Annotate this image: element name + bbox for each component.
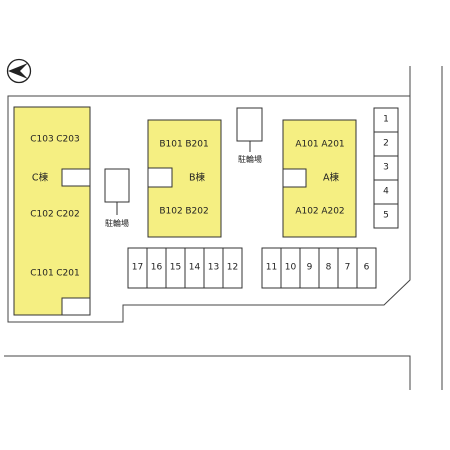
parking-slot-number: 8 [325,262,332,273]
unit-label: C202 [56,209,80,220]
unit-label: C203 [56,134,80,145]
site-boundary [7,66,411,323]
parking-slot [373,179,399,205]
parking-slot-number: 10 [284,262,297,273]
building-a-name: A棟 [323,172,339,184]
parking-slot-number: 6 [363,262,370,273]
unit-label: A201 [321,139,345,150]
unit-label: A202 [321,206,345,217]
building-b-notch [147,167,173,188]
parking-slot [373,107,399,133]
unit-label: C101 [30,268,54,279]
parking-slot-number: 3 [383,162,389,173]
parking-slot [356,247,377,289]
building-c-notch [61,168,91,187]
parking-slot-number: 15 [169,262,182,273]
road-line [4,355,411,390]
unit-label: B101 [159,139,183,150]
parking-slot [222,247,243,289]
unit-label: B201 [185,139,209,150]
parking-slot [373,203,399,229]
bicycle-shelter-2 [236,107,263,142]
building-b-name: B棟 [188,172,206,184]
building-c [13,106,91,316]
parking-slot-number: 1 [383,114,389,125]
parking-slot-number: 5 [383,210,389,221]
parking-slot-number: 9 [306,262,313,273]
parking-slot-number: 2 [383,138,389,149]
unit-label: A102 [295,206,319,217]
parking-slot-number: 17 [131,262,144,273]
unit-label: C201 [56,268,80,279]
building-c-corner [61,297,91,316]
unit-label: C102 [30,209,54,220]
unit-label: A101 [295,139,319,150]
parking-slot [373,155,399,181]
parking-slot-number: 12 [226,262,239,273]
parking-slot-number: 4 [383,186,389,197]
unit-label: C103 [30,134,54,145]
parking-slot-number: 14 [188,262,201,273]
parking-slot-number: 13 [207,262,220,273]
building-a-notch [282,168,307,188]
parking-slot-number: 16 [150,262,163,273]
building-c-name: C棟 [31,172,49,184]
unit-label: B202 [185,206,209,217]
parking-slot-number: 11 [265,262,278,273]
bicycle-parking-label: 駐輪場 [238,155,262,164]
bicycle-parking-label: 駐輪場 [105,219,129,228]
parking-slot-number: 7 [344,262,351,273]
unit-label: B102 [159,206,183,217]
north-arrow-icon [6,58,32,84]
bicycle-shelter-1 [104,168,130,203]
